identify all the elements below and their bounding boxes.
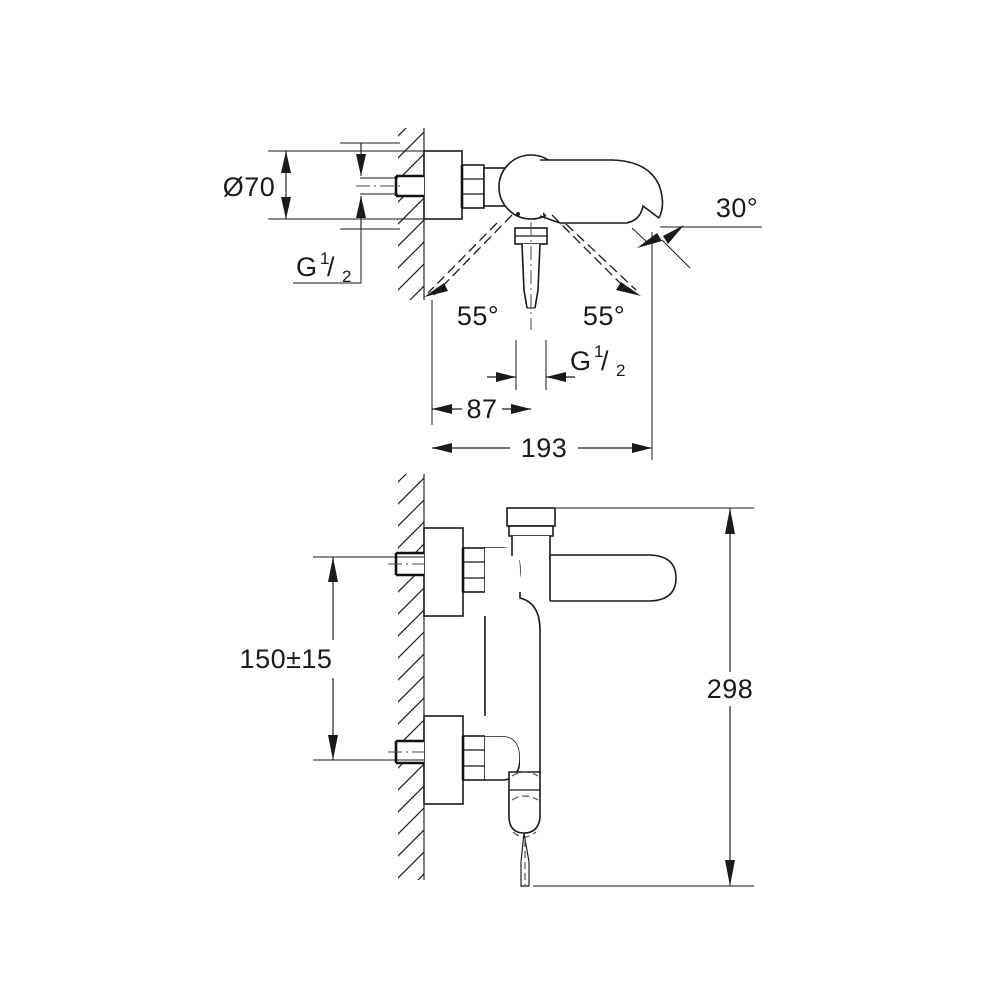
dimension-label-diameter-70: Ø70 — [223, 172, 276, 202]
dimension-angle-spout: 30° — [631, 193, 762, 269]
flange-top — [423, 150, 463, 220]
lever-handle-front — [549, 554, 677, 602]
front-view-group: 150±15 298 — [240, 474, 754, 887]
dimension-193: 193 — [432, 232, 653, 463]
dimension-label-thread-top: G 1 / 2 — [296, 249, 351, 286]
flange-lower-front — [423, 715, 464, 805]
flange-upper-front — [423, 527, 464, 617]
top-view-group: Ø70 G 1 / 2 55° 55° — [223, 128, 762, 463]
svg-text:1: 1 — [320, 249, 329, 268]
mixer-body-front — [484, 548, 541, 790]
dimension-label-angle-right: 55° — [583, 301, 625, 331]
spout-top — [539, 159, 664, 224]
inlet-pipe-lower — [388, 739, 424, 765]
svg-text:G: G — [296, 252, 318, 282]
swivel-range-right — [551, 214, 641, 296]
dimension-298: 298 — [533, 507, 754, 887]
dimension-label-150: 150±15 — [240, 644, 333, 674]
outlet-connector-front — [508, 771, 541, 887]
dimension-thread-center: G 1 / 2 — [487, 340, 625, 390]
dimension-angle-right: 55° — [583, 301, 625, 331]
dimension-label-193: 193 — [521, 433, 568, 463]
dimension-thread-top: G 1 / 2 — [293, 142, 400, 286]
svg-text:/: / — [327, 252, 335, 282]
inlet-pipe-top — [356, 174, 424, 198]
dimension-label-angle-spout: 30° — [716, 193, 758, 223]
svg-text:G: G — [570, 346, 592, 376]
union-nut-upper — [461, 547, 486, 593]
svg-text:2: 2 — [616, 361, 625, 380]
dimension-label-thread-center: G 1 / 2 — [570, 342, 625, 380]
dimension-diameter-70: Ø70 — [223, 150, 424, 220]
dimension-label-87: 87 — [466, 394, 497, 424]
dimension-87: 87 — [431, 300, 531, 425]
cartridge-cap-front — [506, 507, 556, 560]
union-nut-top — [460, 164, 485, 209]
dimension-label-angle-left: 55° — [457, 301, 499, 331]
lever-handle-top — [514, 222, 548, 330]
union-nut-lower — [461, 735, 486, 781]
dimension-angle-left: 55° — [457, 301, 499, 331]
swivel-range-left — [424, 214, 513, 297]
inlet-pipe-upper — [388, 551, 424, 577]
dimension-150: 150±15 — [240, 556, 424, 761]
dimension-label-298: 298 — [707, 674, 754, 704]
svg-text:2: 2 — [342, 267, 351, 286]
svg-text:/: / — [601, 346, 609, 376]
svg-text:1: 1 — [594, 342, 603, 361]
